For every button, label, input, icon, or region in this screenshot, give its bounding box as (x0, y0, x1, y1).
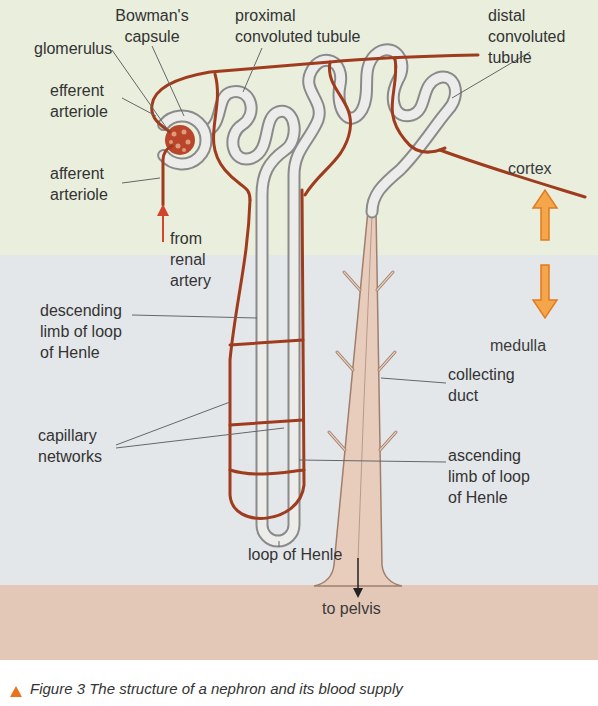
part-label: Bowman's capsule (112, 5, 192, 47)
region-label: to pelvis (322, 598, 381, 619)
part-label: loop of Henle (248, 544, 342, 565)
part-label: from renal artery (170, 228, 220, 291)
part-label: distal convoluted tubule (488, 5, 576, 68)
figure-caption: Figure 3 The structure of a nephron and … (30, 680, 403, 697)
part-label: collecting duct (448, 364, 528, 406)
part-label: ascending limb of loop of Henle (448, 445, 540, 508)
part-label: proximal convoluted tubule (235, 5, 373, 47)
region-band: to pelvis (0, 585, 598, 660)
region-label: medulla (490, 335, 546, 356)
part-label: efferent arteriole (50, 80, 122, 122)
region-label: cortex (508, 158, 552, 179)
part-label: afferent arteriole (50, 163, 122, 205)
part-label: descending limb of loop of Henle (40, 300, 132, 363)
part-label: glomerulus (34, 38, 112, 59)
caption-marker (10, 686, 22, 697)
part-label: capillary networks (38, 425, 113, 467)
